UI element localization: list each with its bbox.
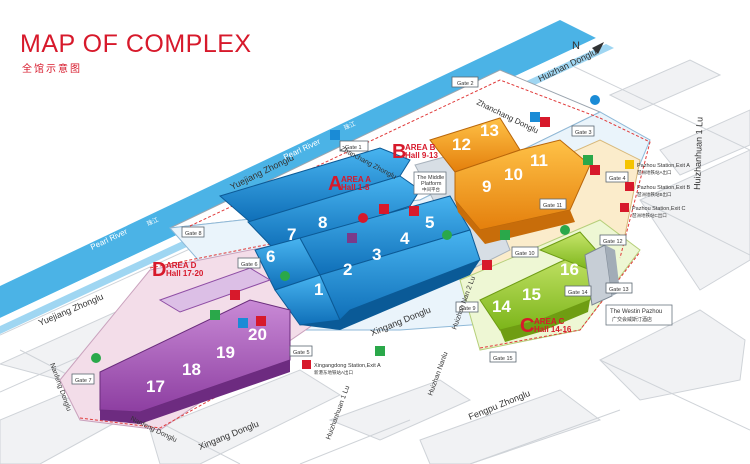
gate-8: Gate 8 bbox=[185, 231, 202, 237]
area-d-halls: Hall 17-20 bbox=[166, 269, 204, 278]
gate-10: Gate 10 bbox=[515, 251, 535, 257]
hall-numbers-d: 17 18 19 20 bbox=[146, 325, 267, 396]
gate-13: Gate 13 bbox=[609, 287, 629, 293]
hall-9: 9 bbox=[482, 177, 491, 196]
hall-4: 4 bbox=[400, 229, 410, 248]
area-b-halls: Hall 9-13 bbox=[405, 151, 438, 160]
middle-platform: The Middle Platform 中间平台 bbox=[413, 171, 447, 195]
hall-10: 10 bbox=[504, 165, 523, 184]
hall-7: 7 bbox=[287, 225, 296, 244]
gate-5: Gate 5 bbox=[293, 350, 310, 356]
station-pazhou-a-cn: 琶洲地铁站A出口 bbox=[637, 169, 672, 176]
gate-15: Gate 15 bbox=[493, 356, 513, 362]
hall-3: 3 bbox=[372, 245, 381, 264]
station-pazhou-c-cn: 琶洲地铁站C出口 bbox=[632, 212, 667, 219]
area-a-letter: A bbox=[328, 173, 342, 195]
gate-1: Gate 1 bbox=[345, 145, 362, 151]
hall-13: 13 bbox=[480, 121, 499, 140]
gate-2: Gate 2 bbox=[457, 81, 474, 87]
hall-1: 1 bbox=[314, 280, 323, 299]
hotel-name: The Westin Pazhou bbox=[610, 309, 662, 315]
area-a-halls: Hall 1-8 bbox=[341, 183, 370, 192]
hotel-name-cn: 广交会威斯汀酒店 bbox=[612, 316, 652, 323]
gate-3: Gate 3 bbox=[575, 130, 592, 136]
hall-16: 16 bbox=[560, 260, 579, 279]
page-subtitle: 全馆示意图 bbox=[22, 64, 82, 75]
area-b-word: AREA B bbox=[405, 143, 436, 152]
station-xingang-a: Xingangdong Station,Exit A bbox=[314, 363, 381, 369]
hotel-label: The Westin Pazhou 广交会威斯汀酒店 bbox=[605, 304, 673, 326]
gate-14: Gate 14 bbox=[568, 290, 588, 296]
station-pazhou-b-cn: 琶洲地铁站B出口 bbox=[637, 191, 672, 198]
facility-icons bbox=[91, 95, 634, 369]
area-d-word: AREA D bbox=[166, 261, 197, 270]
gate-markers bbox=[71, 76, 633, 385]
hall-numbers-c: 14 15 16 bbox=[492, 260, 579, 316]
gate-6: Gate 6 bbox=[241, 262, 258, 268]
road-huizhan-east: Huizhanhuan 1 Lu bbox=[692, 117, 705, 190]
hall-19: 19 bbox=[216, 343, 235, 362]
area-b-letter: B bbox=[392, 141, 406, 163]
gate-7: Gate 7 bbox=[75, 378, 92, 384]
middle-line3: 中间平台 bbox=[422, 186, 440, 193]
station-labels: Pazhou Station,Exit A 琶洲地铁站A出口 Pazhou St… bbox=[314, 163, 691, 376]
gate-labels: Gate 1 Gate 2 Gate 3 Gate 4 Gate 5 Gate … bbox=[75, 81, 629, 384]
area-c-letter: C bbox=[520, 315, 534, 337]
gate-12: Gate 12 bbox=[603, 239, 623, 245]
hall-6: 6 bbox=[266, 247, 275, 266]
area-d-letter: D bbox=[152, 259, 166, 281]
gate-11: Gate 11 bbox=[543, 203, 562, 209]
station-pazhou-b: Pazhou Station,Exit B bbox=[637, 185, 691, 191]
hall-15: 15 bbox=[522, 285, 541, 304]
area-c-word: AREA C bbox=[534, 317, 565, 326]
area-a-halls bbox=[218, 147, 481, 330]
compass-label: N bbox=[572, 40, 580, 52]
hall-5: 5 bbox=[425, 213, 434, 232]
gate-4: Gate 4 bbox=[609, 176, 626, 182]
area-labels: A AREA A Hall 1-8 B AREA B Hall 9-13 C A… bbox=[152, 141, 572, 337]
hall-12: 12 bbox=[452, 135, 471, 154]
hall-numbers-b: 9 10 11 12 13 bbox=[452, 121, 548, 196]
hall-17: 17 bbox=[146, 377, 165, 396]
hall-2: 2 bbox=[343, 260, 352, 279]
page-title: MAP OF COMPLEX bbox=[20, 30, 252, 58]
station-xingang-a-cn: 新港东地铁站A出口 bbox=[314, 369, 353, 376]
hall-numbers-a: 1 2 3 4 5 6 7 8 bbox=[266, 213, 434, 299]
hall-14: 14 bbox=[492, 297, 511, 316]
street-grid bbox=[0, 59, 750, 464]
hall-11: 11 bbox=[530, 151, 548, 170]
area-a-word: AREA A bbox=[341, 175, 371, 184]
middle-line1: The Middle bbox=[417, 175, 444, 181]
station-pazhou-a: Pazhou Station,Exit A bbox=[637, 163, 690, 169]
hall-20: 20 bbox=[248, 325, 267, 344]
area-c-halls: Hall 14-16 bbox=[534, 325, 572, 334]
middle-line2: Platform bbox=[421, 181, 442, 187]
gate-9: Gate 9 bbox=[459, 306, 476, 312]
hall-8: 8 bbox=[318, 213, 327, 232]
hall-18: 18 bbox=[182, 360, 201, 379]
station-pazhou-c: Pazhou Station,Exit C bbox=[632, 206, 686, 212]
north-arrow-icon bbox=[592, 42, 604, 54]
